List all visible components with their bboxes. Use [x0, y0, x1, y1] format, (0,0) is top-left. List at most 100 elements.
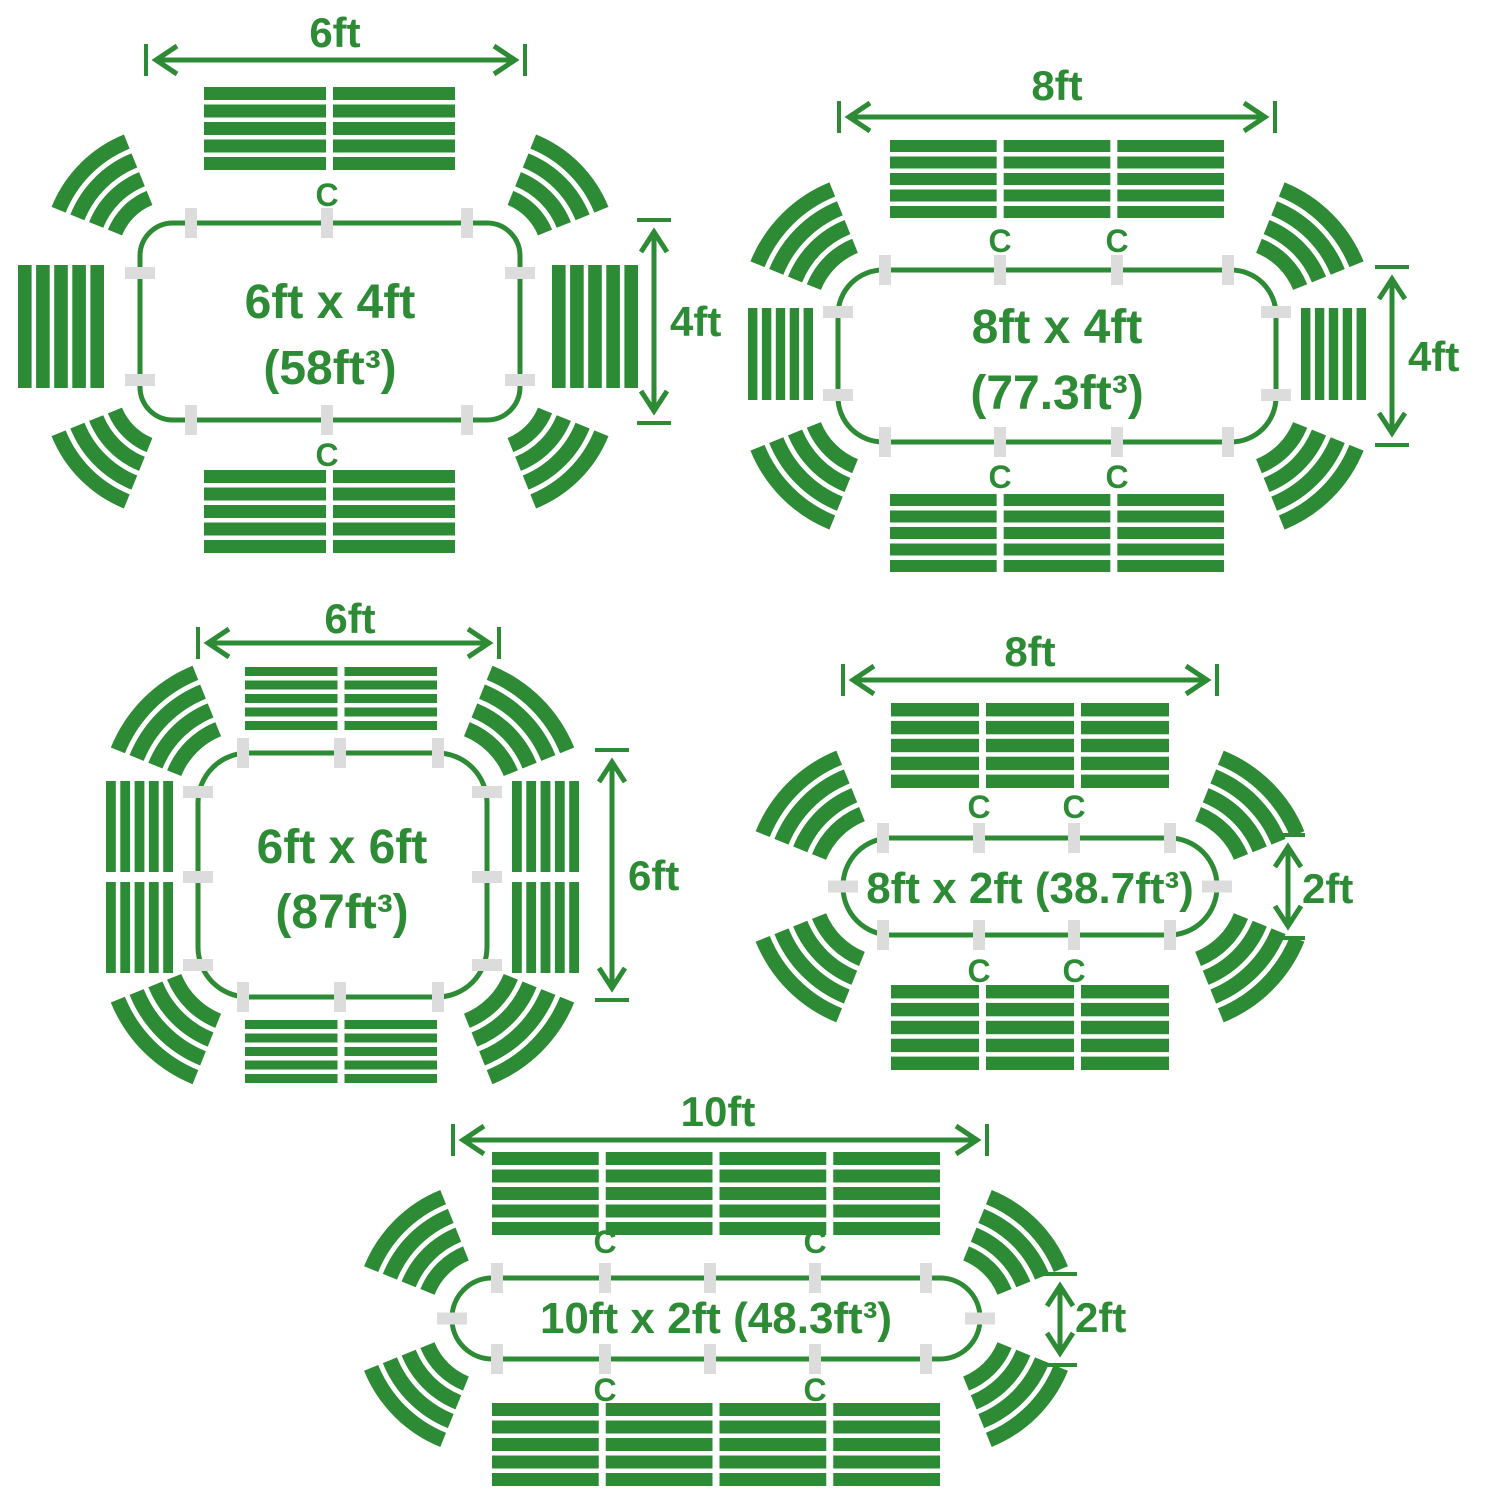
corner-panel-band — [479, 989, 556, 1066]
corner-panel — [110, 665, 222, 777]
arrowhead-right — [1242, 100, 1270, 134]
panel-slat — [204, 104, 326, 118]
panel-slat — [986, 985, 1074, 999]
panel-slat — [890, 494, 997, 506]
corner-panel-band — [769, 437, 843, 511]
bed-volume-label: (87ft³) — [275, 886, 408, 939]
corner-panel-band — [811, 806, 865, 860]
panel-slat — [333, 87, 455, 100]
panel-slat — [492, 1455, 599, 1469]
top-panel — [1117, 140, 1224, 218]
corner-panel-band — [507, 190, 553, 236]
panel-slat — [552, 265, 566, 388]
arrowhead-up — [596, 757, 628, 784]
corner-panel — [1195, 913, 1305, 1023]
panel-slat — [890, 510, 997, 523]
connector-tab — [183, 871, 213, 883]
panel-slat — [891, 738, 979, 753]
panel-slat — [775, 308, 786, 400]
bed-size-label: 10ft x 2ft (48.3ft³) — [540, 1294, 892, 1343]
connector-tab — [125, 267, 155, 279]
panel-slat — [1117, 140, 1224, 152]
bottom-panel — [605, 1403, 713, 1486]
connector-tab — [994, 255, 1006, 285]
panel-slat — [624, 265, 638, 388]
panel-slat — [1117, 543, 1224, 556]
arrowhead-up — [638, 227, 670, 254]
corner-panel-band — [1263, 219, 1327, 283]
corner-panel — [755, 750, 865, 860]
connector-tab — [1164, 920, 1176, 950]
corner-panel-band — [787, 429, 851, 493]
panel-slat — [833, 1222, 940, 1235]
panel-slat — [986, 774, 1074, 788]
panel-slat — [1003, 560, 1111, 572]
panel-slat — [492, 1152, 599, 1165]
corner-panel — [1256, 182, 1364, 290]
connector-tab — [877, 823, 889, 853]
panel-slat — [833, 1169, 940, 1183]
panel-slat — [986, 756, 1074, 771]
panel-slat — [492, 1169, 599, 1183]
center-connector-label: C — [803, 1372, 826, 1408]
panel-slat — [719, 1438, 827, 1451]
top-panel — [344, 667, 437, 730]
panel-slat — [890, 156, 997, 169]
panel-slat — [986, 1020, 1074, 1035]
corner-panel-band — [110, 665, 199, 754]
panel-slat — [1081, 1020, 1169, 1035]
connector-tab — [1261, 389, 1291, 401]
corner-panel-band — [486, 996, 575, 1085]
panel-slat — [163, 882, 173, 973]
corner-panel-band — [148, 981, 214, 1047]
corner-panel-band — [1195, 806, 1249, 860]
panel-slat — [1117, 156, 1224, 169]
panel-slat — [492, 1420, 599, 1434]
panel-slat — [54, 265, 68, 388]
panel-slat — [1003, 140, 1111, 152]
panel-slat — [606, 265, 620, 388]
bottom-panel — [719, 1403, 827, 1486]
corner-panel-band — [811, 913, 865, 967]
bottom-panel — [245, 1020, 338, 1083]
side-panel-right — [512, 882, 579, 973]
center-connector-label: C — [315, 177, 338, 213]
panel-slat — [204, 522, 326, 536]
panel-slat — [833, 1473, 940, 1486]
connector-tab — [704, 1344, 716, 1374]
panel-slat — [333, 505, 455, 518]
center-connector-label: C — [1105, 459, 1128, 495]
panel-slat — [719, 1169, 827, 1183]
corner-panel-band — [51, 134, 130, 213]
connector-tab — [704, 1263, 716, 1293]
panel-slat — [833, 1403, 940, 1416]
corner-panel-band — [793, 788, 858, 853]
panel-slat — [344, 1047, 437, 1056]
corner-panel-band — [507, 407, 553, 453]
corner-panel — [110, 973, 222, 1085]
side-panel-left — [18, 265, 104, 388]
panel-slat — [1081, 720, 1169, 735]
connector-tab — [321, 405, 333, 435]
panel-slat — [554, 882, 565, 973]
corner-panel-band — [364, 1190, 447, 1273]
panel-slat — [492, 1473, 599, 1486]
corner-panel-band — [1256, 422, 1308, 474]
panel-slat — [1081, 703, 1169, 717]
side-panel-right — [1301, 308, 1366, 400]
arrowhead-left — [203, 626, 231, 660]
panel-slat — [512, 882, 522, 973]
corner-panel-band — [755, 750, 843, 838]
height-dimension-label: 4ft — [670, 298, 721, 345]
bottom-panel — [333, 470, 455, 553]
panel-slat — [1081, 985, 1169, 999]
arrowhead-left — [151, 43, 179, 77]
corner-panel-band — [70, 422, 138, 490]
panel-slat — [492, 1438, 599, 1451]
panel-slat — [719, 1152, 827, 1165]
arrowhead-down — [638, 389, 670, 416]
panel-slat — [1003, 156, 1111, 169]
height-dimension-label: 6ft — [628, 852, 679, 899]
